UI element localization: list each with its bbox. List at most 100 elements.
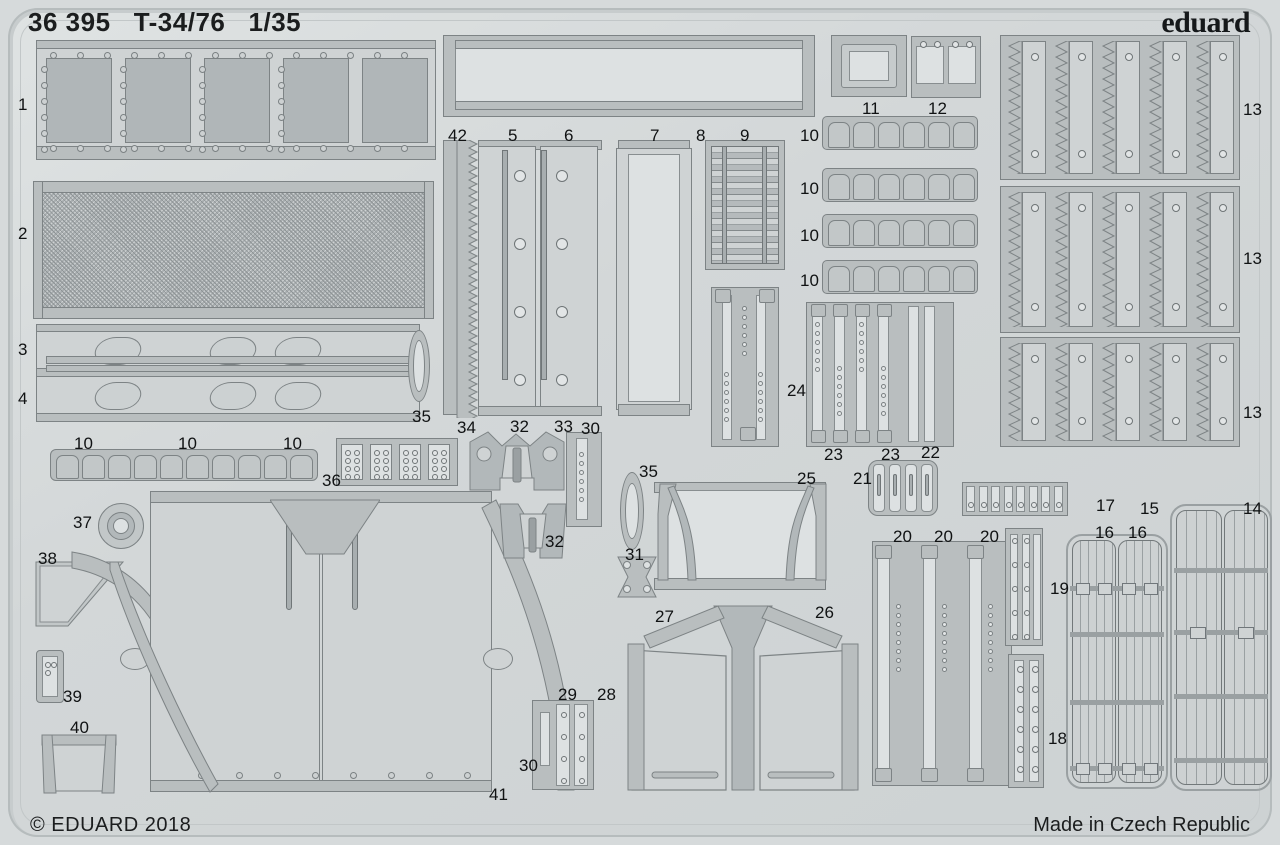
part-19-hole bbox=[1024, 634, 1030, 640]
part-label-track-link-row-3: 10 bbox=[800, 226, 819, 245]
part-36-hinge-hole bbox=[403, 458, 409, 464]
part-24-hole-column-c bbox=[758, 368, 763, 426]
part-label-gearbox-cover: 11 bbox=[862, 99, 880, 118]
part-label-round-hatch-ring: 37 bbox=[73, 513, 92, 532]
part-14-15-crossbar bbox=[1174, 630, 1268, 635]
part-label-saw-blade: 42 bbox=[448, 126, 467, 145]
part-18-hole bbox=[1017, 666, 1024, 673]
part-10-link bbox=[212, 455, 235, 479]
part-13-hole-top bbox=[1219, 53, 1227, 61]
part-9-right-rail bbox=[762, 146, 767, 264]
part-21-slot bbox=[893, 474, 897, 496]
part-1-rivet-side bbox=[199, 114, 206, 121]
part-label-mesh-screen: 2 bbox=[18, 224, 28, 243]
part-label-small-bracket: 39 bbox=[63, 687, 82, 706]
part-10-link bbox=[264, 455, 287, 479]
part-19-hole bbox=[1024, 538, 1030, 544]
part-7-8-carrier-bottom bbox=[618, 404, 690, 416]
top-long-box-face bbox=[455, 45, 803, 105]
part-21-slot bbox=[877, 474, 881, 496]
part-label-track-link-row-1: 10 bbox=[800, 126, 819, 145]
part-13-zigzag-edge bbox=[1007, 192, 1022, 327]
top-long-box-top-rail bbox=[455, 40, 803, 49]
part-1-rivet-top bbox=[401, 52, 408, 59]
part-label-hinge-strip: 36 bbox=[322, 471, 341, 490]
part-5-6-carrier-bottom bbox=[478, 406, 602, 416]
part-24-clip-c bbox=[740, 427, 756, 441]
part-19-rail-c bbox=[1033, 534, 1041, 640]
part-1-rivet-top bbox=[131, 52, 138, 59]
hull-plate-rivet bbox=[426, 772, 433, 779]
part-14-grille bbox=[1224, 510, 1268, 785]
part-10-link bbox=[828, 122, 850, 148]
part-label-curved-plate: 40 bbox=[70, 718, 89, 737]
part-label-hatch-26: 26 bbox=[815, 603, 834, 622]
part-36-hinge-hole bbox=[383, 450, 389, 456]
part-label-tow-clamp-32b: 32 bbox=[545, 532, 564, 551]
part-10-link bbox=[828, 266, 850, 292]
part-25-carrier-bottom bbox=[654, 578, 826, 590]
part-label-fender-left: 38 bbox=[38, 549, 57, 568]
part-36-hinge-hole bbox=[354, 458, 360, 464]
part-19-hole bbox=[1012, 538, 1018, 544]
part-label-long-strip-5: 5 bbox=[508, 126, 518, 145]
part-label-engine-deck-panel: 1 bbox=[18, 95, 28, 114]
part-16-tab bbox=[1144, 583, 1158, 595]
part-13-zigzag-edge bbox=[1148, 41, 1163, 174]
part-1-rivet-bottom bbox=[320, 145, 327, 152]
part-24-hole-column-a bbox=[742, 302, 747, 360]
part-17-hole bbox=[1055, 502, 1062, 508]
part-14-15-surround bbox=[1170, 504, 1272, 791]
part-32-lower-tow-clamp bbox=[499, 503, 567, 559]
part-label-tool-rack-24: 24 bbox=[787, 381, 806, 400]
part-17-clamp bbox=[1053, 486, 1063, 512]
part-17-hole bbox=[1030, 502, 1037, 508]
part-1-rivet-top bbox=[347, 52, 354, 59]
part-18-hole bbox=[1032, 766, 1039, 773]
part-10-link bbox=[853, 122, 875, 148]
part-16-tab bbox=[1122, 763, 1136, 775]
part-16-surround bbox=[1066, 534, 1168, 789]
part-13-zigzag-edge bbox=[1101, 192, 1116, 327]
part-label-long-strip-7: 7 bbox=[650, 126, 660, 145]
brand-logo: eduard bbox=[1161, 6, 1250, 39]
part-13-hole-top bbox=[1125, 53, 1133, 61]
origin-notice: Made in Czech Republic bbox=[1033, 814, 1250, 836]
part-6-hole bbox=[556, 306, 568, 318]
part-1-rivet-side bbox=[199, 82, 206, 89]
part-13-hole-bottom bbox=[1125, 417, 1133, 425]
part-17-clamp bbox=[1041, 486, 1050, 512]
part-17-hole bbox=[1005, 502, 1012, 508]
part-label-long-strip-8: 8 bbox=[696, 126, 706, 145]
part-16-tab bbox=[1076, 763, 1090, 775]
part-1-rivet-bottom bbox=[374, 145, 381, 152]
part-10-link bbox=[928, 220, 950, 246]
part-29-hole bbox=[561, 734, 567, 740]
part-24-clip-b bbox=[759, 289, 775, 303]
part-13-hole-top bbox=[1172, 204, 1180, 212]
part-1-rivet-side bbox=[120, 66, 127, 73]
part-16-tab bbox=[1122, 583, 1136, 595]
part-1-rivet-top bbox=[77, 52, 84, 59]
hull-plate-oval-cut-right bbox=[483, 648, 513, 670]
part-13-hole-bottom bbox=[1219, 150, 1227, 158]
part-20-clip-bottom bbox=[967, 768, 984, 782]
part-10-link bbox=[238, 455, 261, 479]
part-12-face-b bbox=[948, 46, 976, 84]
hull-plate-rivet bbox=[350, 772, 357, 779]
part-35-ring-b-inner bbox=[625, 483, 639, 539]
part-36-hinge-hole bbox=[441, 474, 447, 480]
part-18-hole bbox=[1017, 766, 1024, 773]
part-20-clip-bottom bbox=[875, 768, 892, 782]
part-36-hinge-hole bbox=[345, 458, 351, 464]
part-15-grille bbox=[1176, 510, 1222, 785]
part-1-window bbox=[46, 58, 112, 143]
part-label-clamp-strip: 17 bbox=[1096, 496, 1115, 515]
part-1-rivet-side bbox=[199, 130, 206, 137]
part-13-strip bbox=[1069, 41, 1093, 174]
part-3-4-centre-bar-2 bbox=[46, 365, 410, 372]
part-23-hole-column bbox=[837, 362, 842, 420]
part-16-crossbar bbox=[1070, 586, 1164, 591]
part-6-hole bbox=[556, 170, 568, 182]
